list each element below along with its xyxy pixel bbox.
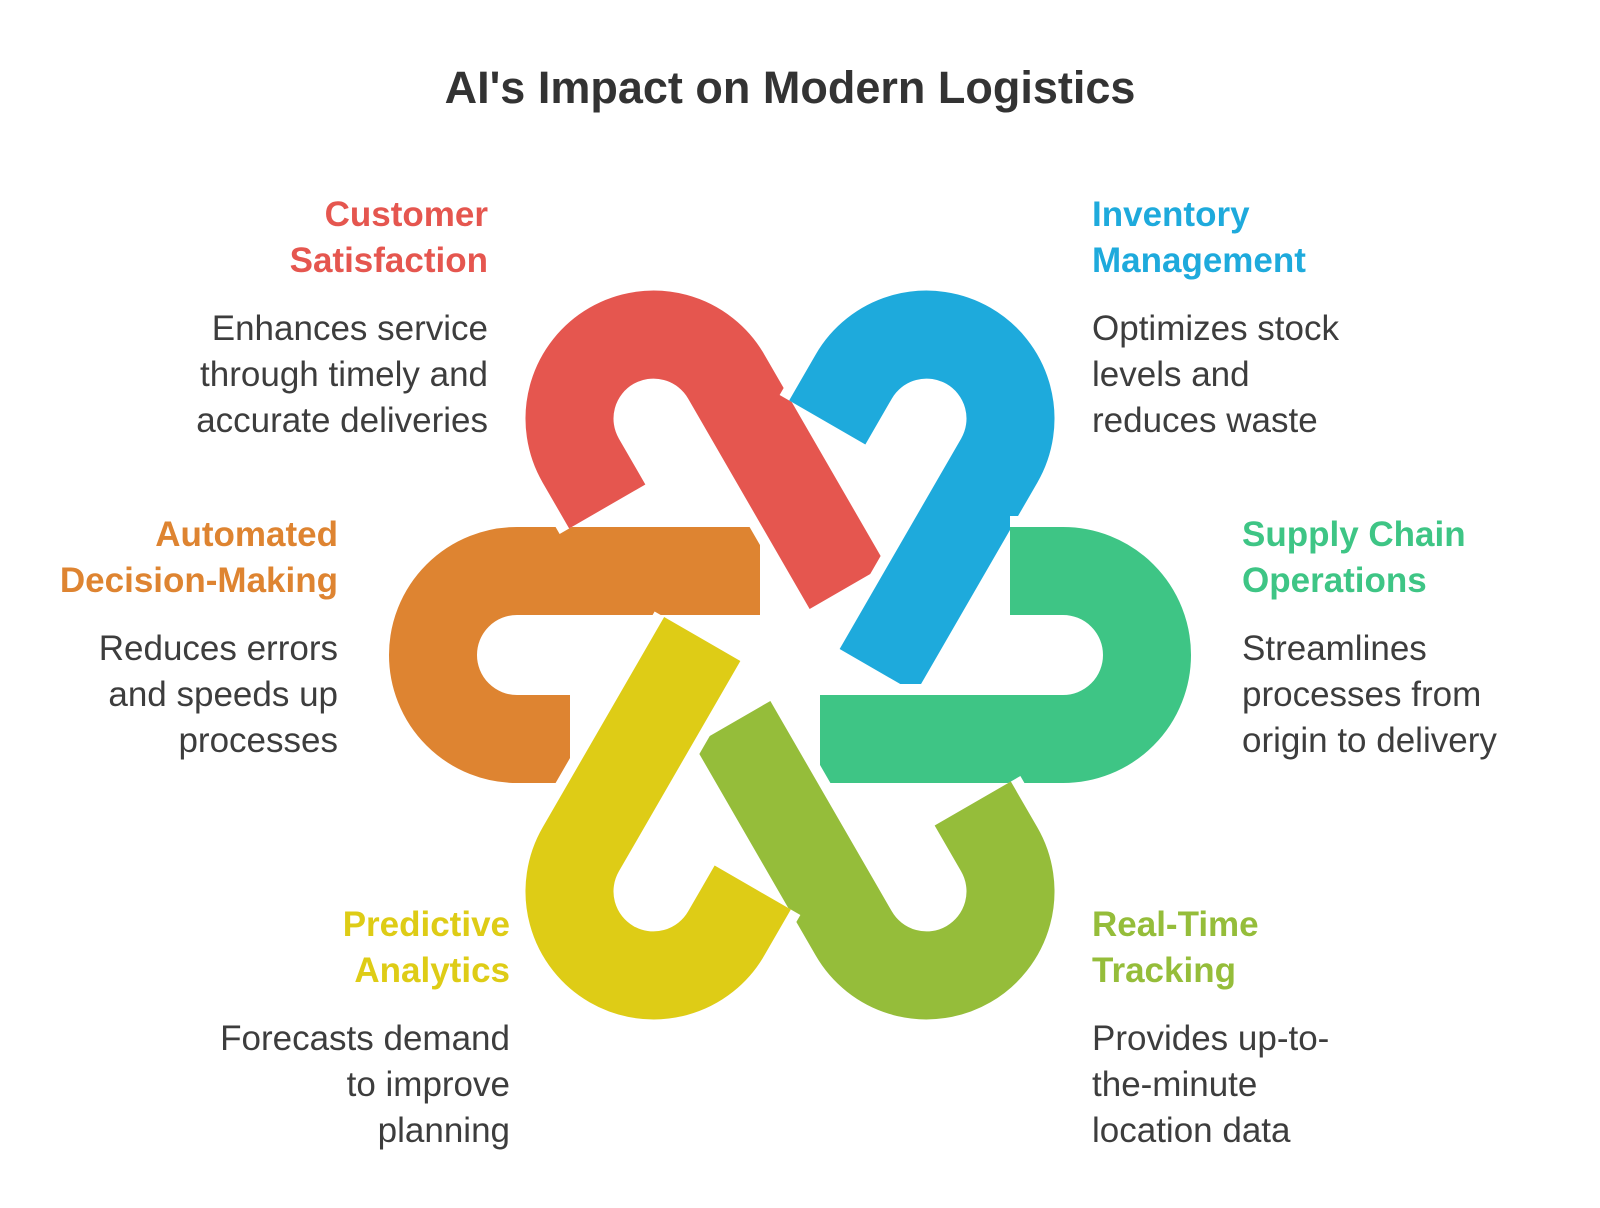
item-customer-satisfaction: Customer Satisfaction Enhances service t…: [68, 192, 488, 444]
item-heading: Inventory Management: [1092, 195, 1306, 280]
item-description: Streamlines processes from origin to del…: [1242, 629, 1497, 760]
item-heading: Supply Chain Operations: [1242, 515, 1466, 600]
item-description: Optimizes stock levels and reduces waste: [1092, 309, 1339, 440]
loop-supply-chain-operations: [820, 516, 1202, 794]
item-heading: Automated Decision-Making: [59, 515, 338, 600]
item-real-time-tracking: Real-Time Tracking Provides up-to-the-mi…: [1092, 902, 1372, 1154]
item-description: Enhances service through timely and accu…: [196, 309, 488, 440]
item-inventory-management: Inventory Management Optimizes stock lev…: [1092, 192, 1392, 444]
loop-band: [694, 700, 1055, 1020]
diagram-title: AI's Impact on Modern Logistics: [444, 62, 1136, 113]
item-heading: Predictive Analytics: [342, 905, 510, 990]
loop-band: [820, 527, 1191, 783]
loop-customer-satisfaction: [514, 279, 896, 615]
item-predictive-analytics: Predictive Analytics Forecasts demand to…: [190, 902, 510, 1154]
item-description: Forecasts demand to improve planning: [220, 1019, 510, 1150]
item-heading: Customer Satisfaction: [289, 195, 488, 280]
loop-band: [525, 616, 791, 1020]
loop-band: [389, 527, 760, 783]
item-description: Reduces errors and speeds up processes: [98, 629, 338, 760]
loop-predictive-analytics: [514, 611, 801, 1031]
item-heading: Real-Time Tracking: [1092, 905, 1259, 990]
item-automated-decision-making: Automated Decision-Making Reduces errors…: [30, 512, 338, 764]
item-supply-chain-operations: Supply Chain Operations Streamlines proc…: [1242, 512, 1542, 764]
loop-real-time-tracking: [684, 695, 1066, 1031]
loop-automated-decision-making: [378, 516, 760, 794]
loop-band: [789, 290, 1055, 694]
item-description: Provides up-to-the-minute location data: [1092, 1019, 1330, 1150]
loop-band: [525, 290, 886, 610]
loop-inventory-management: [779, 279, 1066, 699]
